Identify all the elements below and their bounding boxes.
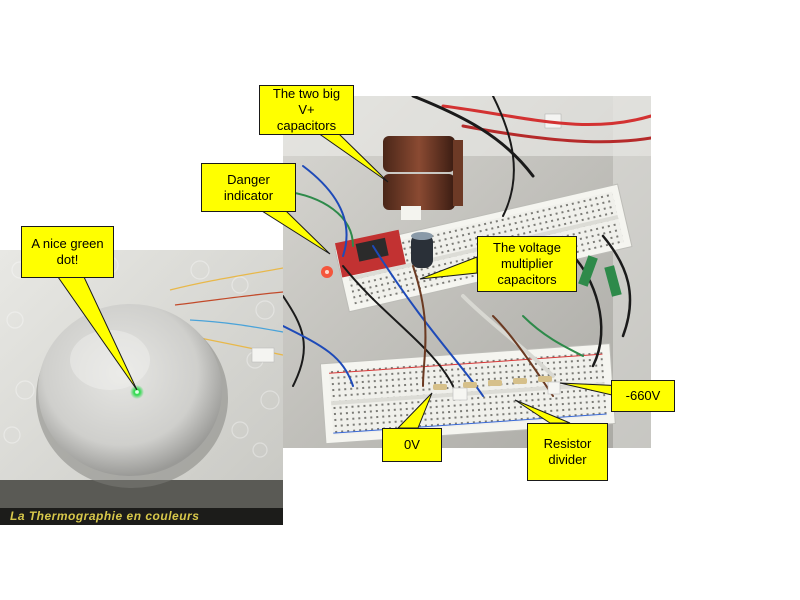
- callout-big-capacitors: The two big V+ capacitors: [259, 85, 354, 135]
- callout-danger-indicator: Danger indicator: [201, 163, 296, 212]
- callout-negative-voltage: -660V: [611, 380, 675, 412]
- left-photo-drawing: [0, 250, 283, 525]
- photo-caption: La Thermographie en couleurs: [10, 509, 200, 523]
- callout-zero-volt: 0V: [382, 428, 442, 462]
- right-photo: [283, 96, 651, 448]
- resistor-divider-parts: [433, 376, 561, 401]
- callout-multiplier-capacitors: The voltage multiplier capacitors: [477, 236, 577, 292]
- callout-green-dot: A nice green dot!: [21, 226, 114, 278]
- right-photo-drawing: [283, 96, 651, 448]
- big-capacitors: [383, 136, 463, 220]
- left-photo: La Thermographie en couleurs: [0, 250, 283, 525]
- callout-resistor-divider: Resistor divider: [527, 423, 608, 481]
